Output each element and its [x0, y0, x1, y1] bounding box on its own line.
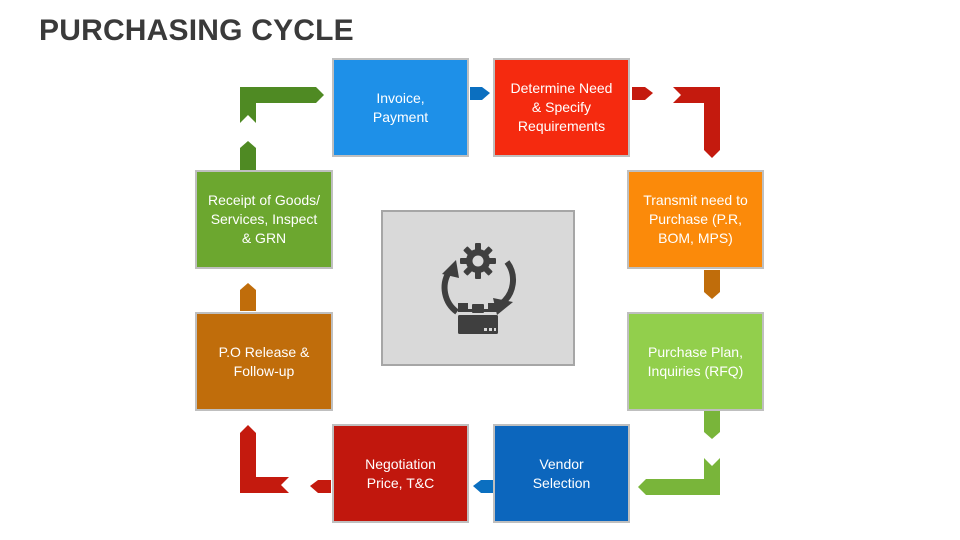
connector-elbow-receipt-to-invoice	[240, 87, 324, 123]
step-vendor-selection: Vendor Selection	[493, 424, 630, 523]
step-po-release: P.O Release & Follow-up	[195, 312, 333, 411]
cycle-arrows-icon	[441, 260, 516, 315]
gear-cycle-package-icon	[441, 243, 516, 334]
connector-arrow-negotiation-left	[310, 480, 331, 493]
connector-arrow-transmit-down	[704, 270, 720, 299]
connector-arrow-need-right	[632, 87, 653, 100]
connector-elbow-need-to-transmit	[673, 87, 720, 158]
step-invoice-payment: Invoice, Payment	[332, 58, 469, 157]
connector-elbow-plan-to-vendor	[638, 458, 720, 495]
connector-elbow-negotiation-to-po	[240, 425, 289, 493]
step-determine-need: Determine Need & Specify Requirements	[493, 58, 630, 157]
gear-icon	[460, 243, 496, 279]
connector-arrow-po-up	[240, 283, 256, 311]
package-icon	[458, 303, 498, 334]
step-purchase-plan: Purchase Plan, Inquiries (RFQ)	[627, 312, 764, 411]
step-negotiation: Negotiation Price, T&C	[332, 424, 469, 523]
step-receipt-of-goods: Receipt of Goods/ Services, Inspect & GR…	[195, 170, 333, 269]
connector-arrow-invoice-to-need	[470, 87, 490, 100]
connector-arrow-vendor-to-negotiation	[473, 480, 493, 493]
page-title: PURCHASING CYCLE	[39, 14, 354, 47]
connector-arrow-plan-down	[704, 411, 720, 439]
center-icon-box	[381, 210, 575, 366]
step-transmit-need: Transmit need to Purchase (P.R, BOM, MPS…	[627, 170, 764, 269]
connector-arrow-receipt-up	[240, 141, 256, 170]
